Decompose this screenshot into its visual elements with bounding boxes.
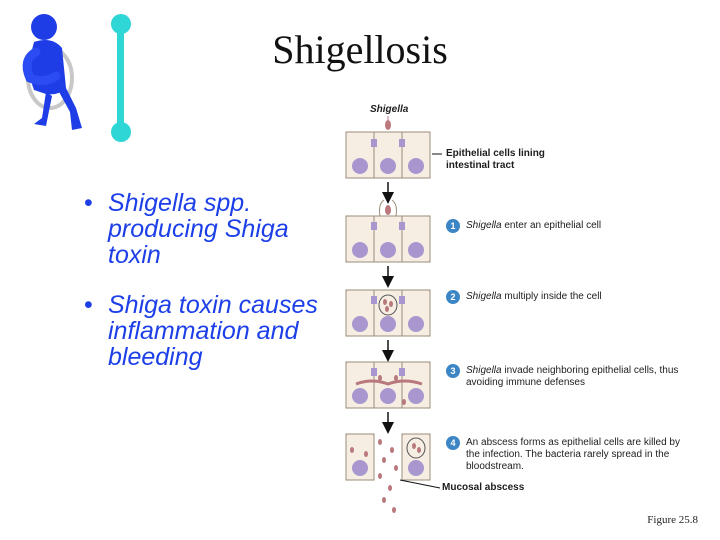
bullet-text: Shiga toxin causes inflammation and blee… [108,291,318,371]
step-3-badge: 3 [446,364,460,378]
epithelial-row-2 [345,289,431,337]
step-1-badge: 1 [446,219,460,233]
bullet-text: Shigella spp. producing Shiga toxin [108,189,289,269]
figure-caption: Figure 25.8 [647,514,698,526]
epithelial-row-1 [345,199,431,263]
mucosal-abscess-label: Mucosal abscess [442,482,525,493]
bullet-item: • Shiga toxin causes inflammation and ble… [80,292,320,370]
step-1-label: Shigella enter an epithelial cell [466,220,602,231]
step-2-label: Shigella multiply inside the cell [466,291,602,302]
sick-person-icon [22,14,82,130]
epithelial-cells-label: Epithelial cells lining intestinal tract [446,148,545,171]
slide-title: Shigellosis [272,27,448,72]
epithelial-row-0 [345,131,431,179]
step-4-label: An abscess forms as epithelial cells are… [466,437,680,472]
shigella-bacterium [385,120,391,130]
step-2-badge: 2 [446,290,460,304]
epithelial-row-4 [345,433,431,513]
step-4-badge: 4 [446,436,460,450]
bullet-dot: • [84,189,93,217]
shigella-label: Shigella [370,104,409,115]
epithelial-row-3 [345,361,431,409]
step-3-label: Shigella invade neighboring epithelial c… [466,365,679,388]
bullet-item: • Shigella spp. producing Shiga toxin [80,190,320,268]
bullet-dot: • [84,291,93,319]
bullet-list: • Shigella spp. producing Shiga toxin • Sh… [80,190,320,394]
cyan-bar-icon [111,14,131,142]
